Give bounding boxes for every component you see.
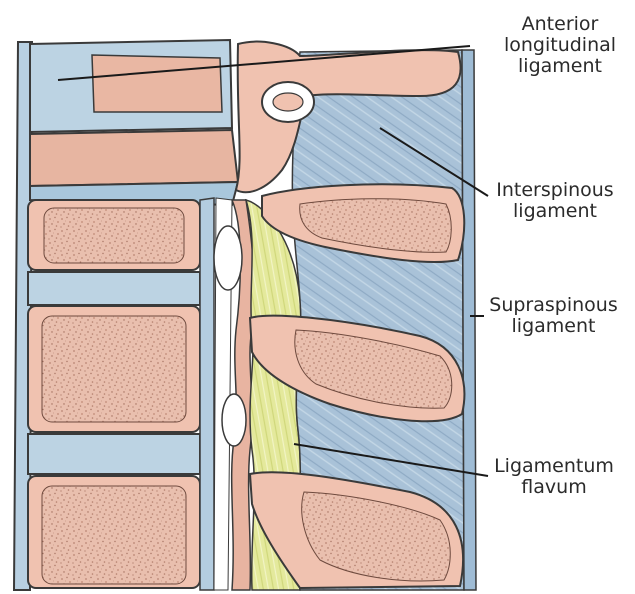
intervertebral-disc-1 [28, 272, 200, 305]
label-line: ligament [476, 316, 631, 337]
label-line: flavum [484, 477, 624, 498]
label-line: ligament [490, 56, 630, 77]
label-supraspinous-ligament: Supraspinous ligament [476, 295, 631, 337]
label-line: Supraspinous [476, 295, 631, 316]
vertebral-body-2 [28, 306, 200, 432]
label-line: Interspinous [480, 180, 630, 201]
intervertebral-disc-2 [28, 434, 200, 474]
label-ligamentum-flavum: Ligamentum flavum [484, 456, 624, 498]
intervertebral-foramen-2 [222, 394, 246, 446]
label-line: Ligamentum [484, 456, 624, 477]
upper-vertebra [30, 40, 238, 186]
vertebral-body-1 [28, 200, 200, 270]
label-interspinous-ligament: Interspinous ligament [480, 180, 630, 222]
vertebral-body-3 [28, 476, 200, 588]
intervertebral-foramen-1 [214, 226, 242, 290]
posterior-longitudinal-ligament [200, 198, 214, 590]
spinous-process-1 [262, 184, 464, 262]
label-line: ligament [480, 201, 630, 222]
label-line: longitudinal [490, 35, 630, 56]
supraspinous-ligament [462, 50, 476, 590]
label-line: Anterior [490, 14, 630, 35]
label-anterior-longitudinal-ligament: Anterior longitudinal ligament [490, 14, 630, 77]
